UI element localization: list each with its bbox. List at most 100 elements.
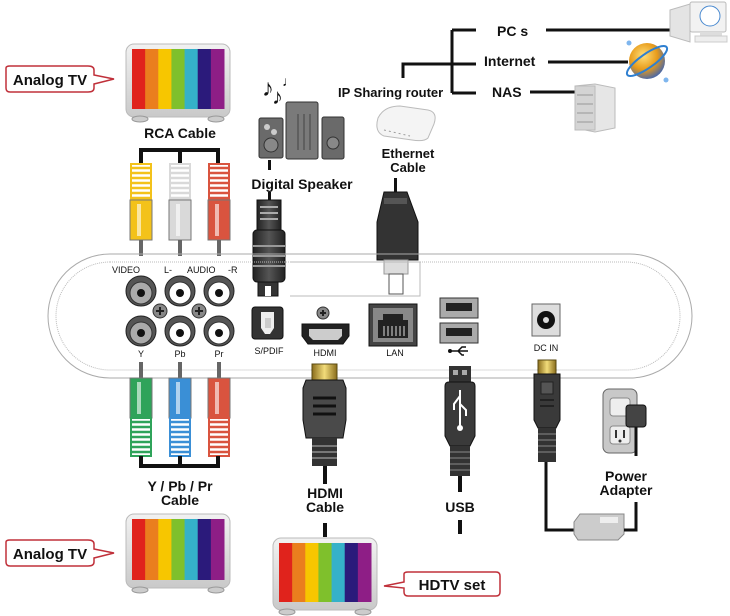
color-stripe xyxy=(357,543,372,602)
rca-plug xyxy=(207,163,231,256)
callout-analog-tv-bottom: Analog TV xyxy=(5,539,115,567)
color-stripe xyxy=(184,49,199,109)
component-label-line1: Y / Pb / Pr xyxy=(147,478,213,494)
hdmi-cable-label-line1: HDMI xyxy=(307,485,343,501)
color-stripe xyxy=(305,543,319,602)
screw-icons xyxy=(152,303,330,320)
component-plug xyxy=(168,362,192,457)
rca-plug xyxy=(129,163,153,256)
spdif-cable-plug xyxy=(252,192,286,297)
rca-jack[interactable] xyxy=(164,275,196,307)
dcin-port-label: DC IN xyxy=(534,343,559,353)
audio-left-label: L- xyxy=(164,265,172,275)
hdmi-cable-label-line2: Cable xyxy=(306,499,344,515)
router-label: IP Sharing router xyxy=(338,85,443,100)
rca-jack[interactable] xyxy=(203,315,235,347)
router-uplink-wire xyxy=(401,62,452,78)
music-notes-icon: ♪ ♩ ♪ xyxy=(262,73,296,109)
speaker-wire xyxy=(268,160,271,170)
hdmi-port[interactable] xyxy=(301,323,350,345)
callout-text: Analog TV xyxy=(13,72,87,89)
callout-text: Analog TV xyxy=(13,546,87,563)
pcs-label: PC s xyxy=(497,23,528,39)
lan-port[interactable] xyxy=(368,303,418,347)
pb-port-label: Pb xyxy=(174,349,185,359)
color-stripe xyxy=(279,543,293,602)
pc-icon xyxy=(669,1,728,43)
video-port-label: VIDEO xyxy=(112,265,140,275)
color-stripe xyxy=(292,543,306,602)
color-stripe xyxy=(318,543,333,602)
color-stripe xyxy=(132,519,146,580)
tv-foot xyxy=(207,586,225,594)
svg-text:♪: ♪ xyxy=(262,75,274,102)
component-plug xyxy=(129,362,153,457)
spdif-port[interactable] xyxy=(251,306,284,340)
power-adapter-label-line2: Adapter xyxy=(600,482,653,498)
svg-text:♪: ♪ xyxy=(272,84,283,109)
tv-foot xyxy=(278,608,296,616)
power-cable-plug xyxy=(533,359,574,532)
tv-foot xyxy=(207,115,225,123)
power-adapter-brick-icon xyxy=(573,502,638,541)
rca-harness xyxy=(139,148,220,164)
tv-foot xyxy=(131,586,149,594)
rca-jack[interactable] xyxy=(125,275,157,307)
wall-outlet-icon xyxy=(602,388,647,456)
color-stripe xyxy=(132,49,146,109)
analog-tv-bottom xyxy=(125,513,231,594)
speaker-set-icon xyxy=(258,101,345,160)
color-stripe xyxy=(145,49,159,109)
audio-right-label: -R xyxy=(228,265,238,275)
ethernet-label-line2: Cable xyxy=(390,160,425,175)
tv-foot xyxy=(131,115,149,123)
pr-port-label: Pr xyxy=(215,349,224,359)
lan-port-label: LAN xyxy=(386,348,404,358)
spdif-port-label: S/PDIF xyxy=(254,346,284,356)
color-stripe xyxy=(210,519,225,580)
nas-server-icon xyxy=(574,83,616,133)
dc-in-port[interactable] xyxy=(531,303,561,337)
digital-speaker-label: Digital Speaker xyxy=(251,176,353,192)
component-plug xyxy=(207,362,231,457)
tv-foot xyxy=(354,608,372,616)
callout-analog-tv-top: Analog TV xyxy=(5,65,115,93)
rca-jack[interactable] xyxy=(125,315,157,347)
component-label-line2: Cable xyxy=(161,492,199,508)
y-port-label: Y xyxy=(138,349,144,359)
callout-text: HDTV set xyxy=(419,577,486,594)
device-back-panel xyxy=(47,253,693,379)
component-plugs xyxy=(129,362,231,457)
usb-ports[interactable] xyxy=(439,297,479,344)
internet-globe-icon xyxy=(625,40,669,83)
svg-text:♩: ♩ xyxy=(282,73,296,89)
network-tree: PC s Internet NAS xyxy=(401,1,728,133)
color-stripe xyxy=(184,519,199,580)
usb-cable-label: USB xyxy=(445,499,475,515)
color-stripe xyxy=(145,519,159,580)
color-stripe xyxy=(331,543,346,602)
ethernet-label-line1: Ethernet xyxy=(382,146,435,161)
analog-tv-top xyxy=(125,43,231,123)
color-stripe xyxy=(171,519,186,580)
internet-label: Internet xyxy=(484,53,536,69)
rca-jack[interactable] xyxy=(164,315,196,347)
rca-jack[interactable] xyxy=(203,275,235,307)
rca-cable-label: RCA Cable xyxy=(144,125,216,141)
hdmi-cable-plug xyxy=(302,363,347,537)
ethernet-cable-plug xyxy=(376,178,419,295)
power-adapter-label-line1: Power xyxy=(605,468,648,484)
audio-label: AUDIO xyxy=(187,265,216,275)
hdtv-set xyxy=(272,537,378,616)
rca-jacks xyxy=(125,275,235,347)
color-stripe xyxy=(171,49,186,109)
rca-plugs xyxy=(129,163,231,256)
color-stripe xyxy=(197,49,212,109)
router-icon xyxy=(376,105,436,142)
color-stripe xyxy=(158,49,172,109)
usb-symbol-icon xyxy=(448,346,468,356)
callout-hdtv-set: HDTV set xyxy=(383,571,501,597)
hdmi-port-label: HDMI xyxy=(314,348,337,358)
color-stripe xyxy=(344,543,359,602)
